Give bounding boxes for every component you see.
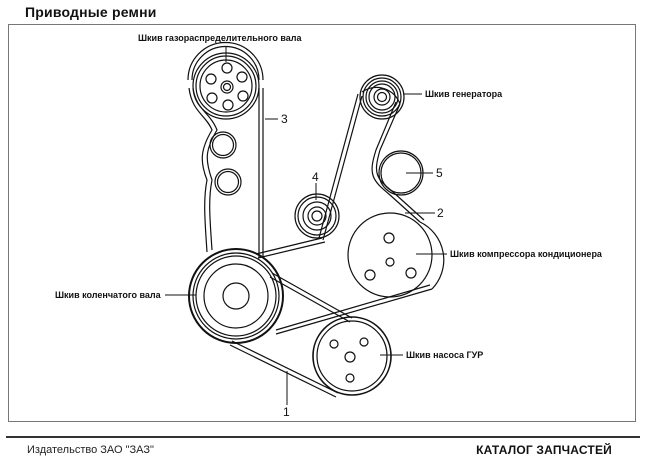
callout-1: 1 bbox=[283, 405, 290, 419]
accessory-belt-2 bbox=[255, 86, 445, 335]
alternator-pulley bbox=[359, 74, 405, 120]
power-steering-belt-1 bbox=[229, 272, 353, 398]
crankshaft-pulley bbox=[188, 248, 284, 344]
publisher-text: Издательство ЗАО "ЗАЗ" bbox=[27, 444, 154, 456]
timing-idler-lower bbox=[214, 168, 242, 196]
timing-idler-upper bbox=[209, 131, 237, 159]
crankshaft-pulley-label: Шкив коленчатого вала bbox=[55, 290, 162, 300]
camshaft-pulley-label: Шкив газораспределительного вала bbox=[138, 33, 303, 43]
ac-compressor-pulley bbox=[347, 212, 433, 298]
diagram-frame bbox=[8, 24, 636, 422]
callout-3: 3 bbox=[281, 112, 288, 126]
camshaft-pulley bbox=[192, 52, 260, 120]
ac-compressor-pulley-label: Шкив компрессора кондиционера bbox=[450, 249, 603, 259]
power-steering-pulley-label: Шкив насоса ГУР bbox=[406, 350, 483, 360]
timing-belt-3 bbox=[187, 41, 264, 258]
callout-4: 4 bbox=[312, 170, 319, 184]
alternator-pulley-label: Шкив генератора bbox=[425, 89, 503, 99]
page-title: Приводные ремни bbox=[25, 4, 157, 20]
footer-divider bbox=[6, 436, 640, 438]
callout-2: 2 bbox=[437, 206, 444, 220]
power-steering-pulley bbox=[312, 316, 392, 396]
catalog-title: КАТАЛОГ ЗАПЧАСТЕЙ bbox=[476, 443, 612, 457]
callout-5: 5 bbox=[436, 166, 443, 180]
idler-pulley-4 bbox=[294, 193, 340, 239]
